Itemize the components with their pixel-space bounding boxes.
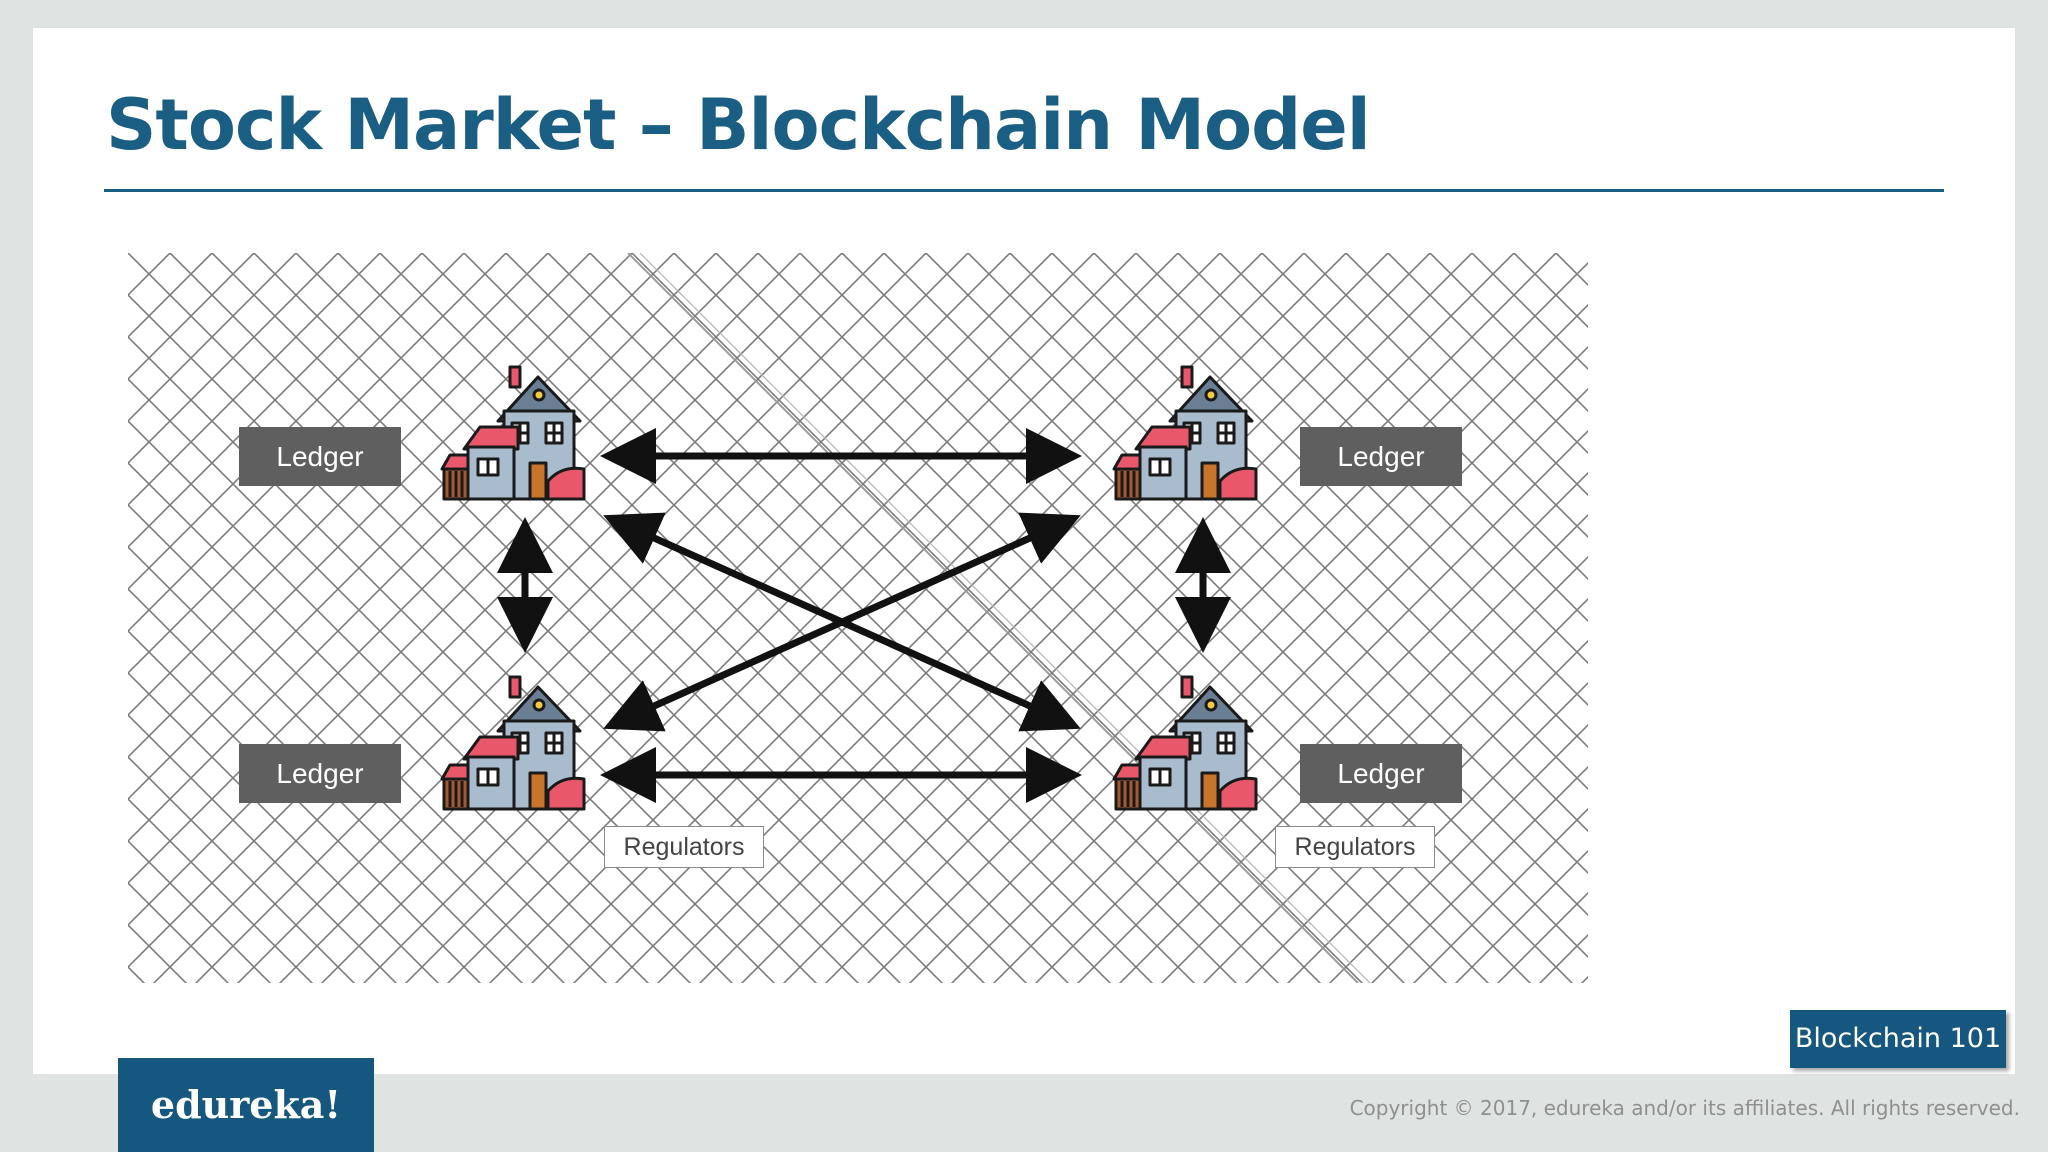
- diagram-canvas: [128, 253, 1588, 983]
- edureka-logo: edureka!: [118, 1058, 374, 1152]
- ledger-label-bottom-left: Ledger: [239, 744, 401, 803]
- building-icon: [1112, 365, 1258, 501]
- course-badge: Blockchain 101: [1790, 1010, 2006, 1068]
- copyright-notice: Copyright © 2017, edureka and/or its aff…: [1349, 1096, 2020, 1120]
- blockchain-network-diagram: Ledger Ledger Ledger Ledger Regulators R…: [128, 253, 1588, 983]
- arrow-diagonal-up: [603, 512, 1081, 732]
- slide-title: Stock Market – Blockchain Model: [106, 84, 1371, 166]
- building-icon: [1112, 675, 1258, 811]
- regulators-label-right: Regulators: [1275, 826, 1435, 868]
- ledger-label-bottom-right: Ledger: [1300, 744, 1462, 803]
- building-icon: [440, 365, 586, 501]
- ledger-label-top-right: Ledger: [1300, 427, 1462, 486]
- regulators-label-left: Regulators: [604, 826, 764, 868]
- building-icon: [440, 675, 586, 811]
- title-underline: [104, 189, 1944, 192]
- ledger-label-top-left: Ledger: [239, 427, 401, 486]
